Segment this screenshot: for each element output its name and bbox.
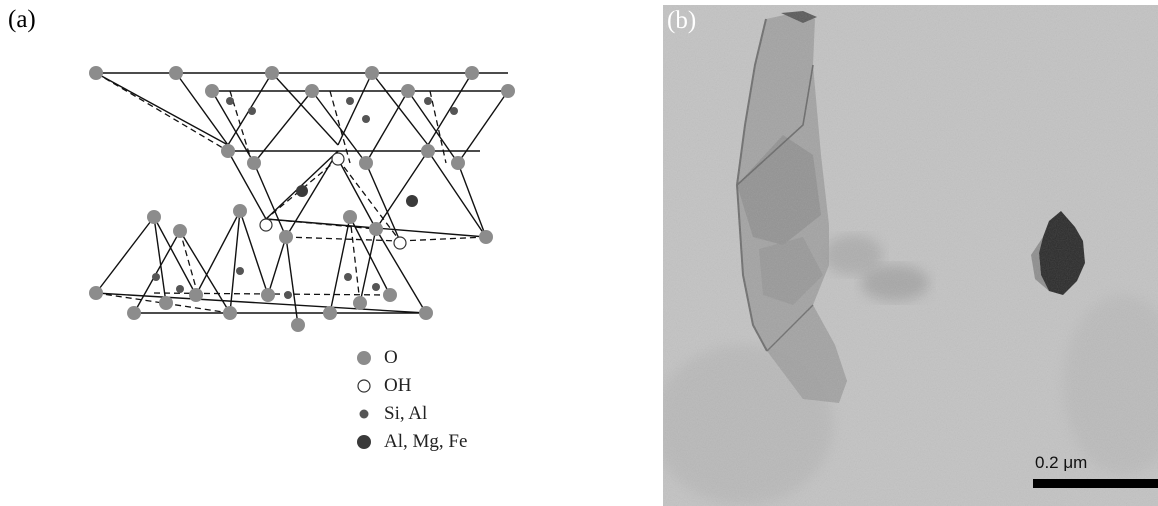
bond-line (458, 163, 486, 237)
oxygen-atom (89, 66, 103, 80)
large-dark-dot-icon (352, 434, 376, 450)
large-gray-dot-icon (352, 350, 376, 366)
clay-structure-diagram (80, 55, 520, 345)
tetrahedral-cation (362, 115, 370, 123)
legend-label-oxygen: O (384, 347, 398, 369)
oxygen-atom (223, 306, 237, 320)
bond-line (338, 73, 372, 145)
tetrahedral-cation (344, 273, 352, 281)
oxygen-atom (173, 224, 187, 238)
oxygen-atom (365, 66, 379, 80)
legend-row-octahedral: Al, Mg, Fe (352, 428, 467, 456)
panel-a-label: (a) (8, 6, 36, 34)
tem-image (663, 5, 1158, 506)
open-circle-icon (352, 378, 376, 394)
oxygen-atom (279, 230, 293, 244)
oxygen-atom (305, 84, 319, 98)
bond-line (376, 151, 428, 229)
oxygen-atom (479, 230, 493, 244)
legend-label-octahedral: Al, Mg, Fe (384, 431, 467, 453)
bond-line (96, 73, 228, 145)
oxygen-atom (221, 144, 235, 158)
tetrahedral-cation (284, 291, 292, 299)
bond-lines (96, 73, 508, 325)
oxygen-atom (205, 84, 219, 98)
legend-label-tetrahedral: Si, Al (384, 403, 427, 425)
oxygen-atom (147, 210, 161, 224)
oxygen-atom (189, 288, 203, 302)
oxygen-atom (401, 84, 415, 98)
oxygen-atom (89, 286, 103, 300)
octahedral-cations (296, 185, 418, 207)
tetrahedral-cation (226, 97, 234, 105)
oxygen-atom (169, 66, 183, 80)
tetrahedral-cation (372, 283, 380, 291)
panel-b-label: (b) (667, 7, 696, 35)
oxygen-atom (261, 288, 275, 302)
oxygen-atom (159, 296, 173, 310)
scale-bar-label: 0.2 μm (1035, 453, 1087, 473)
scale-bar (1033, 479, 1158, 488)
oxygen-atom (353, 296, 367, 310)
bond-line (286, 237, 298, 325)
oxygen-atom (419, 306, 433, 320)
bond-line (366, 91, 408, 163)
octahedral-cation (296, 185, 308, 197)
legend-row-oxygen: O (352, 344, 467, 372)
oxygen-atom (233, 204, 247, 218)
oxygen-atom (451, 156, 465, 170)
tetrahedral-cation (176, 285, 184, 293)
oxygen-atom (359, 156, 373, 170)
tetrahedral-cation (346, 97, 354, 105)
dashed-bond-line (350, 217, 360, 303)
dashed-bond-line (96, 73, 228, 151)
oxygen-atom (501, 84, 515, 98)
oxygen-atom (247, 156, 261, 170)
bond-line (372, 73, 428, 145)
oxygen-atom (421, 144, 435, 158)
bond-line (458, 91, 508, 163)
dashed-bond-line (180, 231, 198, 295)
hydroxyl-group (260, 219, 272, 231)
legend-row-tetrahedral: Si, Al (352, 400, 467, 428)
legend-row-hydroxyl: OH (352, 372, 467, 400)
oxygen-atom (291, 318, 305, 332)
legend: O OH Si, Al Al, Mg, Fe (352, 344, 467, 456)
bond-line (254, 91, 312, 163)
hydroxyl-group (332, 153, 344, 165)
oxygen-atom (383, 288, 397, 302)
bond-line (96, 293, 426, 313)
dashed-bond-line (400, 237, 486, 241)
bond-line (330, 217, 350, 313)
octahedral-cation (406, 195, 418, 207)
bond-line (272, 73, 338, 145)
bond-line (96, 217, 154, 293)
legend-label-hydroxyl: OH (384, 375, 411, 397)
oxygen-atom (127, 306, 141, 320)
bond-line (176, 73, 228, 145)
grain-texture (663, 5, 1158, 506)
hydroxyl-group (394, 237, 406, 249)
tem-micrograph: (b) 0.2 μm (663, 5, 1158, 506)
bond-line (268, 237, 286, 295)
tetrahedral-cation (450, 107, 458, 115)
tetrahedral-cation (152, 273, 160, 281)
oxygen-atom (265, 66, 279, 80)
oxygen-atom (369, 222, 383, 236)
tetrahedral-cation (248, 107, 256, 115)
bond-line (428, 73, 472, 145)
oxygen-atom (343, 210, 357, 224)
small-dark-dot-icon (352, 406, 376, 422)
tetrahedral-cation (236, 267, 244, 275)
oxygen-atom (465, 66, 479, 80)
tetrahedral-cation (424, 97, 432, 105)
oxygen-atom (323, 306, 337, 320)
